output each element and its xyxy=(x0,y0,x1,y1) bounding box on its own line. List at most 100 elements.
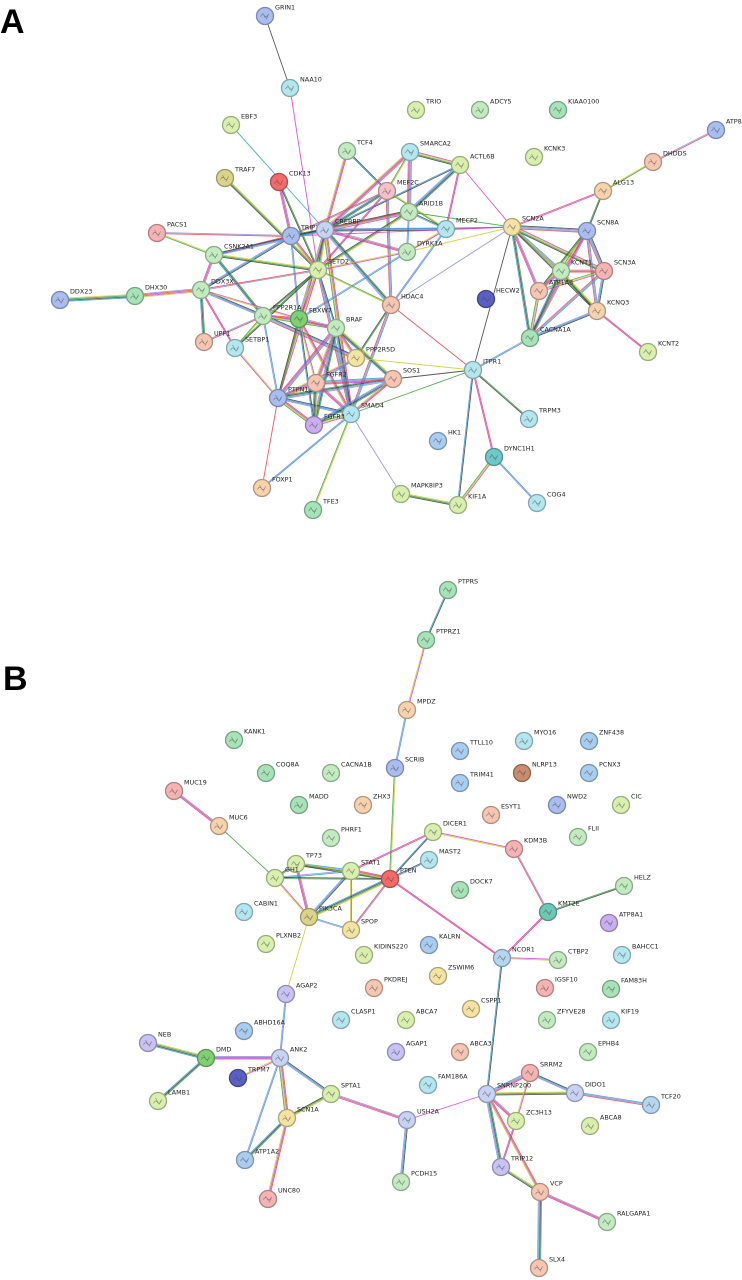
node-ush2a[interactable]: USH2A xyxy=(397,1108,440,1130)
node-atp1a3[interactable]: ATP1A3 xyxy=(529,279,574,301)
node-slx4[interactable]: SLX4 xyxy=(529,1256,566,1278)
node-nlrp13[interactable]: NLRP13 xyxy=(512,761,557,783)
node-mef2c[interactable]: MEF2C xyxy=(377,179,420,201)
node-kcnt2[interactable]: KCNT2 xyxy=(638,340,680,362)
node-kcnq3[interactable]: KCNQ3 xyxy=(587,299,630,321)
node-muc6[interactable]: MUC6 xyxy=(209,814,248,836)
node-plxnb2[interactable]: PLXNB2 xyxy=(256,932,302,954)
node-alg13[interactable]: ALG13 xyxy=(593,179,635,201)
node-tcf4[interactable]: TCF4 xyxy=(337,139,373,161)
node-phrf1[interactable]: PHRF1 xyxy=(321,826,362,848)
node-kank1[interactable]: KANK1 xyxy=(224,728,266,750)
node-cog4[interactable]: COG4 xyxy=(527,491,566,513)
node-mpdz[interactable]: MPDZ xyxy=(397,698,437,720)
node-flii[interactable]: FLII xyxy=(568,825,600,847)
node-ddx3x[interactable]: DDX3X xyxy=(191,278,235,300)
node-smad4[interactable]: SMAD4 xyxy=(341,402,384,424)
node-gh1[interactable]: GH1 xyxy=(265,866,299,888)
node-mapk8ip3[interactable]: MAPK8IP3 xyxy=(391,482,443,504)
node-atp8a1[interactable]: ATP8A1 xyxy=(599,911,644,933)
node-upf1[interactable]: UPF1 xyxy=(194,330,231,352)
node-ptprz1[interactable]: PTPRZ1 xyxy=(416,628,461,650)
node-csnk2a1[interactable]: CSNK2A1 xyxy=(204,243,255,265)
node-cacna1b[interactable]: CACNA1B xyxy=(321,761,372,783)
node-pcdh15[interactable]: PCDH15 xyxy=(391,1170,438,1192)
node-trip12[interactable]: TRIP12 xyxy=(491,1155,534,1177)
node-trpm3[interactable]: TRPM3 xyxy=(519,407,561,429)
node-ddx23[interactable]: DDX23 xyxy=(50,288,93,310)
node-ptpn11[interactable]: PTPN11 xyxy=(268,386,313,408)
node-snrnp200[interactable]: SNRNP200 xyxy=(477,1082,532,1104)
node-kif19[interactable]: KIF19 xyxy=(601,1008,639,1030)
node-clasp1[interactable]: CLASP1 xyxy=(331,1008,376,1030)
node-traf7[interactable]: TRAF7 xyxy=(215,166,256,188)
node-ctbp2[interactable]: CTBP2 xyxy=(548,948,589,970)
node-znf438[interactable]: ZNF438 xyxy=(579,729,625,751)
node-kidins220[interactable]: KIDINS220 xyxy=(354,943,408,965)
node-pcnx3[interactable]: PCNX3 xyxy=(579,761,621,783)
node-ttll10[interactable]: TTLL10 xyxy=(450,739,493,761)
node-stat1[interactable]: STAT1 xyxy=(341,859,381,881)
node-tcf20[interactable]: TCF20 xyxy=(641,1093,681,1115)
node-nwd2[interactable]: NWD2 xyxy=(547,793,588,815)
node-dido1[interactable]: DIDO1 xyxy=(565,1081,606,1103)
node-lamb1[interactable]: LAMB1 xyxy=(148,1089,191,1111)
node-abca8[interactable]: ABCA8 xyxy=(580,1114,622,1136)
node-zc3h13[interactable]: ZC3H13 xyxy=(506,1109,552,1131)
node-dmd[interactable]: DMD xyxy=(196,1046,232,1068)
node-agap2[interactable]: AGAP2 xyxy=(276,982,318,1004)
node-scn2a[interactable]: SCN2A xyxy=(502,215,545,237)
node-tfe3[interactable]: TFE3 xyxy=(303,498,339,520)
node-spop[interactable]: SPOP xyxy=(341,918,378,940)
node-kif1a[interactable]: KIF1A xyxy=(448,493,487,515)
node-cacna1a[interactable]: CACNA1A xyxy=(520,326,572,348)
node-ppp2r1a[interactable]: PPP2R1A xyxy=(253,304,303,326)
node-scn1a[interactable]: SCN1A xyxy=(277,1106,320,1128)
node-kmt2e[interactable]: KMT2E xyxy=(538,900,580,922)
node-neb[interactable]: NEB xyxy=(138,1031,172,1053)
node-pkdrej[interactable]: PKDREJ xyxy=(364,976,408,998)
node-muc19[interactable]: MUC19 xyxy=(164,779,207,801)
node-pten[interactable]: PTEN xyxy=(380,867,417,889)
node-grin1[interactable]: GRIN1 xyxy=(255,4,296,26)
node-ank2[interactable]: ANK2 xyxy=(270,1046,308,1068)
node-dhdds[interactable]: DHDDS xyxy=(643,150,687,172)
node-unc80[interactable]: UNC80 xyxy=(258,1187,301,1209)
node-spta1[interactable]: SPTA1 xyxy=(321,1082,361,1104)
node-atp8a2[interactable]: ATP8A2 xyxy=(706,118,742,140)
node-dicer1[interactable]: DICER1 xyxy=(423,820,467,842)
node-hecw2[interactable]: HECW2 xyxy=(476,287,520,309)
node-scrib[interactable]: SCRIB xyxy=(385,756,425,778)
node-dync1h1[interactable]: DYNC1H1 xyxy=(484,445,535,467)
node-scn8a[interactable]: SCN8A xyxy=(577,219,620,241)
node-cspp1[interactable]: CSPP1 xyxy=(461,997,502,1019)
node-kalrn[interactable]: KALRN xyxy=(419,933,461,955)
node-trio[interactable]: TRIO xyxy=(406,98,442,120)
node-pik3ca[interactable]: PIK3CA xyxy=(299,905,343,927)
node-vcp[interactable]: VCP xyxy=(530,1180,563,1202)
node-pacs1[interactable]: PACS1 xyxy=(147,221,188,243)
node-hdac4[interactable]: HDAC4 xyxy=(381,293,424,315)
node-fgfr3[interactable]: FGFR3 xyxy=(304,413,345,435)
node-abhd16a[interactable]: ABHD16A xyxy=(234,1019,286,1041)
node-ptprs[interactable]: PTPRS xyxy=(438,578,479,600)
node-trim41[interactable]: TRIM41 xyxy=(450,771,494,793)
node-dock7[interactable]: DOCK7 xyxy=(450,878,493,900)
node-agap1[interactable]: AGAP1 xyxy=(386,1040,428,1062)
node-fam186a[interactable]: FAM186A xyxy=(418,1073,469,1095)
node-mast2[interactable]: MAST2 xyxy=(419,848,461,870)
node-braf[interactable]: BRAF xyxy=(326,316,363,338)
node-mecp2[interactable]: MECP2 xyxy=(436,217,478,239)
node-kiaa0100[interactable]: KIAA0100 xyxy=(548,98,600,120)
node-cabin1[interactable]: CABIN1 xyxy=(234,900,278,922)
node-fgfr2[interactable]: FGFR2 xyxy=(306,371,347,393)
node-madd[interactable]: MADD xyxy=(289,793,329,815)
node-smarca2[interactable]: SMARCA2 xyxy=(400,140,451,162)
node-kcnk3[interactable]: KCNK3 xyxy=(524,145,566,167)
node-foxp1[interactable]: FOXP1 xyxy=(252,476,293,498)
node-setd2[interactable]: SETD2 xyxy=(308,258,350,280)
node-hk1[interactable]: HK1 xyxy=(428,429,462,451)
node-naa10[interactable]: NAA10 xyxy=(280,76,322,98)
node-fam83h[interactable]: FAM83H xyxy=(601,977,648,999)
node-dyrk1a[interactable]: DYRK1A xyxy=(397,240,444,262)
